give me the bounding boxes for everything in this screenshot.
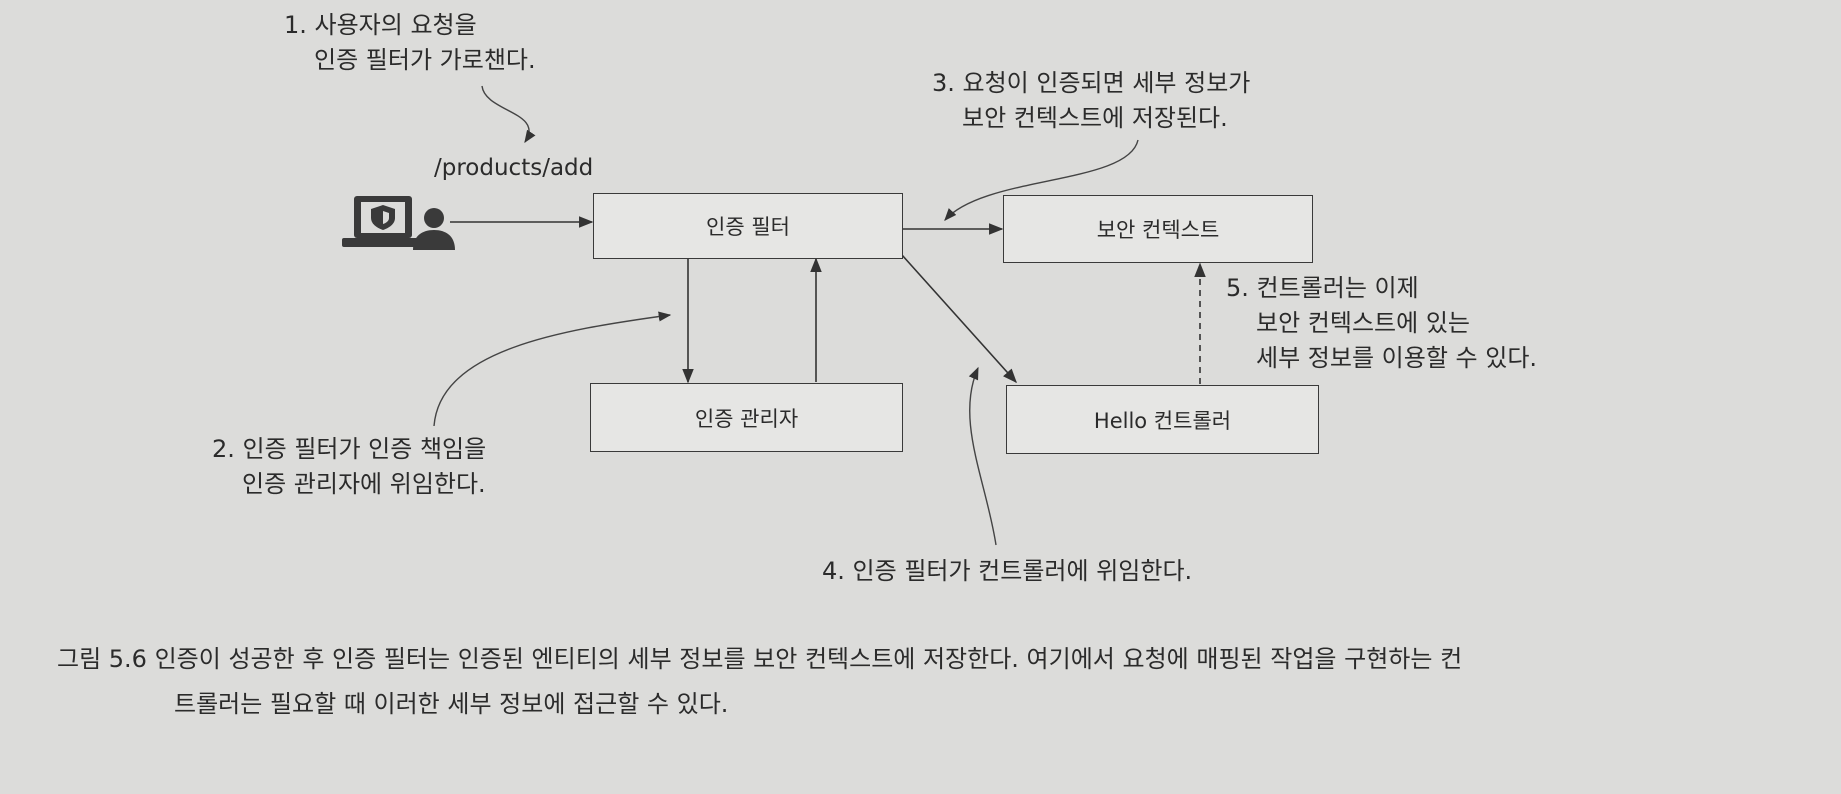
figure-caption-line2: 트롤러는 필요할 때 이러한 세부 정보에 접근할 수 있다.: [174, 690, 729, 718]
note-step1-line1: 1. 사용자의 요청을: [284, 11, 477, 39]
note-step2-line2: 인증 관리자에 위임한다.: [242, 470, 486, 498]
hello-controller-label: Hello 컨트롤러: [1093, 408, 1232, 433]
note-step5-line3: 세부 정보를 이용할 수 있다.: [1256, 344, 1538, 372]
laptop-shield-icon: [342, 196, 424, 247]
auth-manager-label: 인증 관리자: [694, 406, 799, 431]
note-step3-line2: 보안 컨텍스트에 저장된다.: [962, 104, 1228, 132]
note-step5-line1: 5. 컨트롤러는 이제: [1226, 274, 1419, 302]
note-step1: 1. 사용자의 요청을 인증 필터가 가로챈다.: [284, 8, 536, 78]
note-step2-line1: 2. 인증 필터가 인증 책임을: [212, 435, 487, 463]
note-step1-line2: 인증 필터가 가로챈다.: [314, 46, 536, 74]
figure-caption-line1: 그림 5.6 인증이 성공한 후 인증 필터는 인증된 엔티티의 세부 정보를 …: [57, 645, 1463, 673]
request-path-label: /products/add: [434, 155, 594, 181]
note-step2: 2. 인증 필터가 인증 책임을 인증 관리자에 위임한다.: [212, 432, 486, 502]
note-step5: 5. 컨트롤러는 이제 보안 컨텍스트에 있는 세부 정보를 이용할 수 있다.: [1226, 271, 1537, 376]
note-step3-line1: 3. 요청이 인증되면 세부 정보가: [932, 69, 1251, 97]
security-context-label: 보안 컨텍스트: [1096, 218, 1220, 242]
callout-arrow-step4: [968, 366, 997, 546]
auth-filter-label: 인증 필터: [706, 215, 790, 239]
note-step5-line2: 보안 컨텍스트에 있는: [1256, 309, 1470, 337]
security-context-box: 보안 컨텍스트: [1003, 195, 1313, 263]
note-step4: 4. 인증 필터가 컨트롤러에 위임한다.: [822, 554, 1192, 589]
arrow-filter-to-controller: [901, 254, 1017, 384]
callout-arrow-step3: [944, 139, 1139, 221]
figure-caption: 그림 5.6 인증이 성공한 후 인증 필터는 인증된 엔티티의 세부 정보를 …: [57, 637, 1817, 727]
callout-arrow-step1: [481, 85, 536, 144]
callout-arrow-step2: [433, 311, 672, 427]
auth-filter-box: 인증 필터: [593, 193, 903, 259]
note-step3: 3. 요청이 인증되면 세부 정보가 보안 컨텍스트에 저장된다.: [932, 66, 1250, 136]
auth-manager-box: 인증 관리자: [590, 383, 903, 452]
hello-controller-box: Hello 컨트롤러: [1006, 385, 1319, 454]
note-step4-line1: 4. 인증 필터가 컨트롤러에 위임한다.: [822, 557, 1193, 585]
user-icon: [413, 208, 455, 250]
